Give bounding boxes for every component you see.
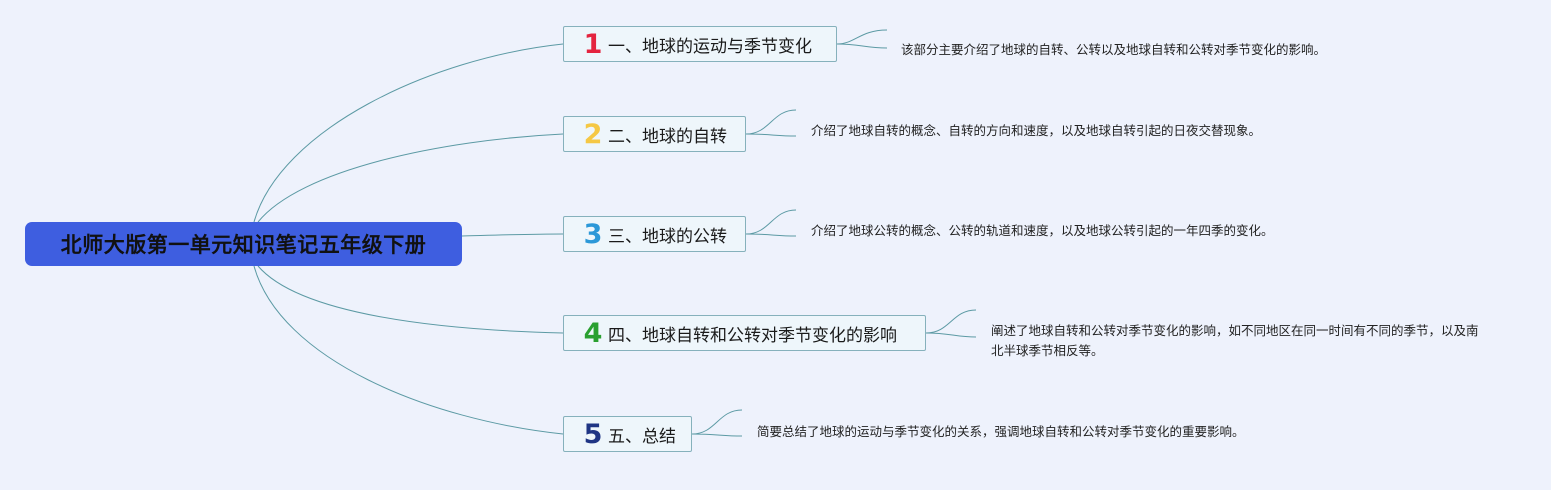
topic-note-1: 该部分主要介绍了地球的自转、公转以及地球自转和公转对季节变化的影响。 bbox=[901, 42, 1327, 57]
topic-note-3: 介绍了地球公转的概念、公转的轨道和速度，以及地球公转引起的一年四季的变化。 bbox=[811, 223, 1274, 238]
topic-label-4: 四、地球自转和公转对季节变化的影响 bbox=[608, 325, 897, 346]
topic-number-4: 4 bbox=[583, 317, 603, 349]
topic-label-5: 五、总结 bbox=[608, 426, 676, 447]
note-bracket-2 bbox=[745, 109, 797, 137]
topic-number-2: 2 bbox=[583, 118, 603, 150]
connector-root-topic-5 bbox=[253, 265, 564, 435]
note-bracket-5 bbox=[691, 409, 743, 437]
note-bracket-4 bbox=[925, 309, 977, 338]
central-topic[interactable]: 北师大版第一单元知识笔记五年级下册 bbox=[25, 222, 462, 266]
note-bracket-1 bbox=[836, 29, 888, 49]
note-bracket-3 bbox=[745, 209, 797, 237]
topic-label-2: 二、地球的自转 bbox=[608, 126, 727, 147]
topic-note-4: 阐述了地球自转和公转对季节变化的影响，如不同地区在同一时间有不同的季节，以及南北… bbox=[991, 323, 1479, 358]
connector-root-topic-2 bbox=[257, 133, 564, 223]
topic-number-5: 5 bbox=[583, 418, 603, 450]
central-topic-title: 北师大版第一单元知识笔记五年级下册 bbox=[60, 233, 427, 257]
topic-label-3: 三、地球的公转 bbox=[608, 226, 727, 247]
topic-5[interactable]: 5 五、总结 bbox=[563, 416, 692, 452]
topic-3[interactable]: 3 三、地球的公转 bbox=[563, 216, 746, 252]
topic-number-1: 1 bbox=[583, 28, 603, 60]
connector-root-topic-4 bbox=[257, 265, 564, 334]
connector-root-topic-1 bbox=[253, 43, 564, 223]
topic-note-2: 介绍了地球自转的概念、自转的方向和速度，以及地球自转引起的日夜交替现象。 bbox=[811, 123, 1262, 138]
topic-note-5: 简要总结了地球的运动与季节变化的关系，强调地球自转和公转对季节变化的重要影响。 bbox=[757, 424, 1245, 439]
topic-1[interactable]: 1 一、地球的运动与季节变化 bbox=[563, 26, 837, 62]
topic-number-3: 3 bbox=[583, 218, 603, 250]
topic-2[interactable]: 2 二、地球的自转 bbox=[563, 116, 746, 152]
topic-label-1: 一、地球的运动与季节变化 bbox=[608, 36, 812, 57]
connector-root-topic-3 bbox=[461, 233, 564, 237]
topic-4[interactable]: 4 四、地球自转和公转对季节变化的影响 bbox=[563, 315, 926, 351]
